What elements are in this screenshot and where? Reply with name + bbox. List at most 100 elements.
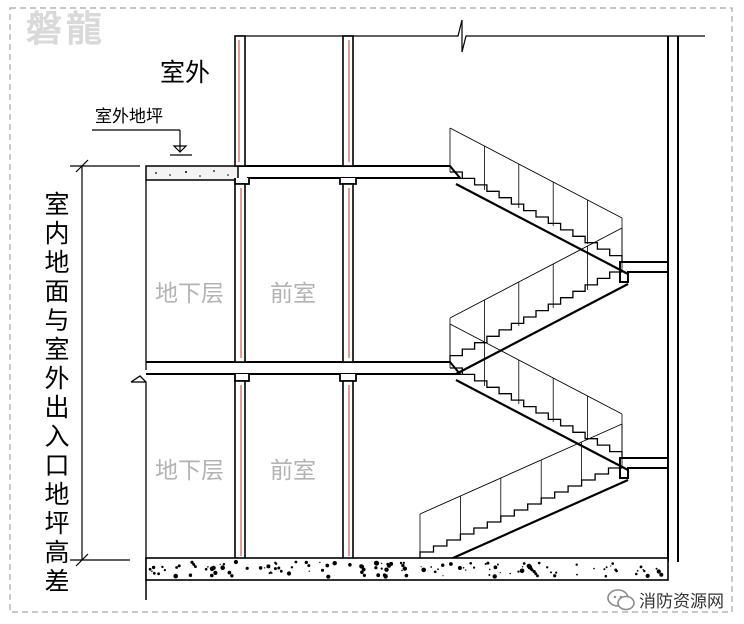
aggregate-dot [420,566,422,568]
aggregate-dot [359,564,365,569]
aggregate-dot [449,562,453,566]
left-wall [130,180,147,600]
source-watermark-text: 消防资源网 [639,592,724,612]
upper-basement-label: 地下层 [155,281,224,307]
aggregate-dot [610,565,612,567]
aggregate-dot [348,563,352,567]
aggregate-dot [636,570,639,572]
aggregate-dot [210,573,214,578]
floor-slabs [146,165,463,375]
aggregate-dot [384,567,389,572]
aggregate-dot [387,563,391,568]
aggregate-dot [175,566,179,569]
aggregate-dot [273,567,277,571]
aggregate-dot [519,568,525,574]
flight-2-handrail [449,227,623,319]
aggregate-dot [245,566,249,570]
aggregate-dot [151,570,153,573]
aggregate-dot [290,566,294,569]
flight-4-soffit [425,478,629,572]
aggregate-dot [286,571,292,576]
flight-3-handrail [449,323,623,415]
aggregate-dot [319,561,321,564]
aggregate-dot [294,560,298,564]
aggregate-dot [655,567,658,570]
aggregate-dot [374,566,378,570]
aggregate-dot [373,560,379,566]
aggregate-dot [576,573,578,576]
aggregate-dot [233,559,238,565]
lower-anteroom-label: 前室 [270,458,316,484]
aggregate-dot [360,570,364,574]
aggregate-dot [320,568,325,572]
aggregate-dot [639,565,643,569]
aggregate-dot [469,562,473,565]
aggregate-dot [157,572,161,576]
aggregate-dot [177,564,181,568]
aggregate-dot [151,565,156,570]
base-slab [145,557,669,600]
aggregate-dot [593,567,595,570]
aggregate-dot [362,573,366,578]
aggregate-dot [207,566,209,568]
aggregate-dot [277,566,281,570]
aggregate-dot [399,561,403,565]
aggregate-dot [270,572,273,574]
landings [619,261,669,479]
aggregate-dot [465,569,467,571]
aggregate-dot [553,574,557,578]
aggregate-dot [611,562,614,565]
height-dimension-line [70,159,140,567]
aggregate-dot [604,574,608,578]
top-break-line [238,19,705,53]
aggregate-dot [404,573,409,578]
beams [234,178,357,382]
aggregate-dot [532,570,536,574]
aggregate-dot [325,563,330,568]
aggregate-dot [227,570,232,575]
outdoor-ground-label: 室外地坪 [95,107,163,127]
aggregate-dot [376,573,381,578]
aggregate-dot [161,565,164,569]
aggregate-dot [230,574,234,578]
aggregate-dot [380,567,383,570]
flight-1-soffit [455,183,629,275]
aggregate-dot [402,561,405,564]
aggregate-dot [433,570,437,574]
flight-4-steps [419,467,622,558]
outdoor-label: 室外 [160,58,211,87]
aggregate-dot [430,566,433,568]
aggregate-dot [441,563,445,567]
aggregate-dot [642,569,644,571]
aggregate-dot [403,567,407,571]
aggregate-dot [442,575,444,577]
aggregate-dot [546,566,549,569]
aggregate-dot [521,566,524,568]
aggregate-dot [575,563,578,566]
right-wall [667,36,679,562]
aggregate-dot [332,561,337,566]
aggregate-dot [326,574,331,579]
flight-3-steps [450,367,623,458]
aggregate-dot [307,564,311,568]
aggregate-dot [152,571,156,575]
aggregate-dot [555,571,558,574]
aggregate-dot [385,574,388,576]
aggregate-dot [499,572,501,574]
wechat-icon [607,588,635,610]
aggregate-dot [220,565,225,570]
aggregate-dot [473,566,476,569]
flight-1-handrail [449,127,623,219]
aggregate-dot [173,573,178,579]
aggregate-dot [219,563,221,566]
aggregate-dot [401,569,403,572]
aggregate-dot [496,563,499,566]
aggregate-dot [603,568,606,571]
flight-1-steps [450,171,623,262]
aggregate-dot [163,569,166,572]
aggregate-dot [279,569,283,573]
dashed-frame [9,7,733,613]
elevation-triangle-icon [92,129,192,156]
aggregate-dot [268,572,271,575]
flight-3-soffit [455,379,629,471]
